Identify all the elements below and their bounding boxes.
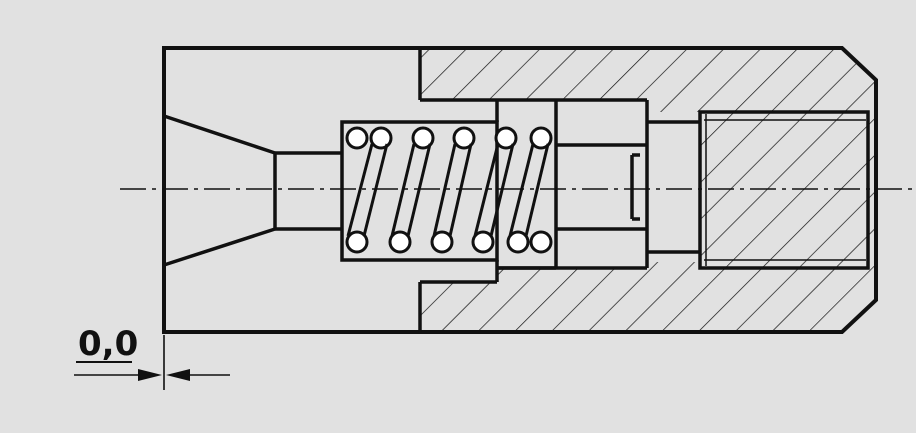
hatched-wall-section bbox=[420, 48, 876, 332]
valve-piston bbox=[495, 100, 649, 282]
threaded-bore bbox=[698, 110, 870, 270]
body-outline bbox=[162, 46, 878, 334]
dimension-marker bbox=[74, 335, 230, 390]
spring-chamber bbox=[340, 120, 499, 262]
coil-spring bbox=[345, 126, 553, 254]
dimension-label: 0,0 bbox=[78, 324, 138, 364]
outlet-bore bbox=[630, 120, 700, 254]
narrow-bore bbox=[275, 151, 342, 231]
conical-inlet bbox=[163, 114, 277, 267]
spring-windings bbox=[346, 143, 550, 237]
